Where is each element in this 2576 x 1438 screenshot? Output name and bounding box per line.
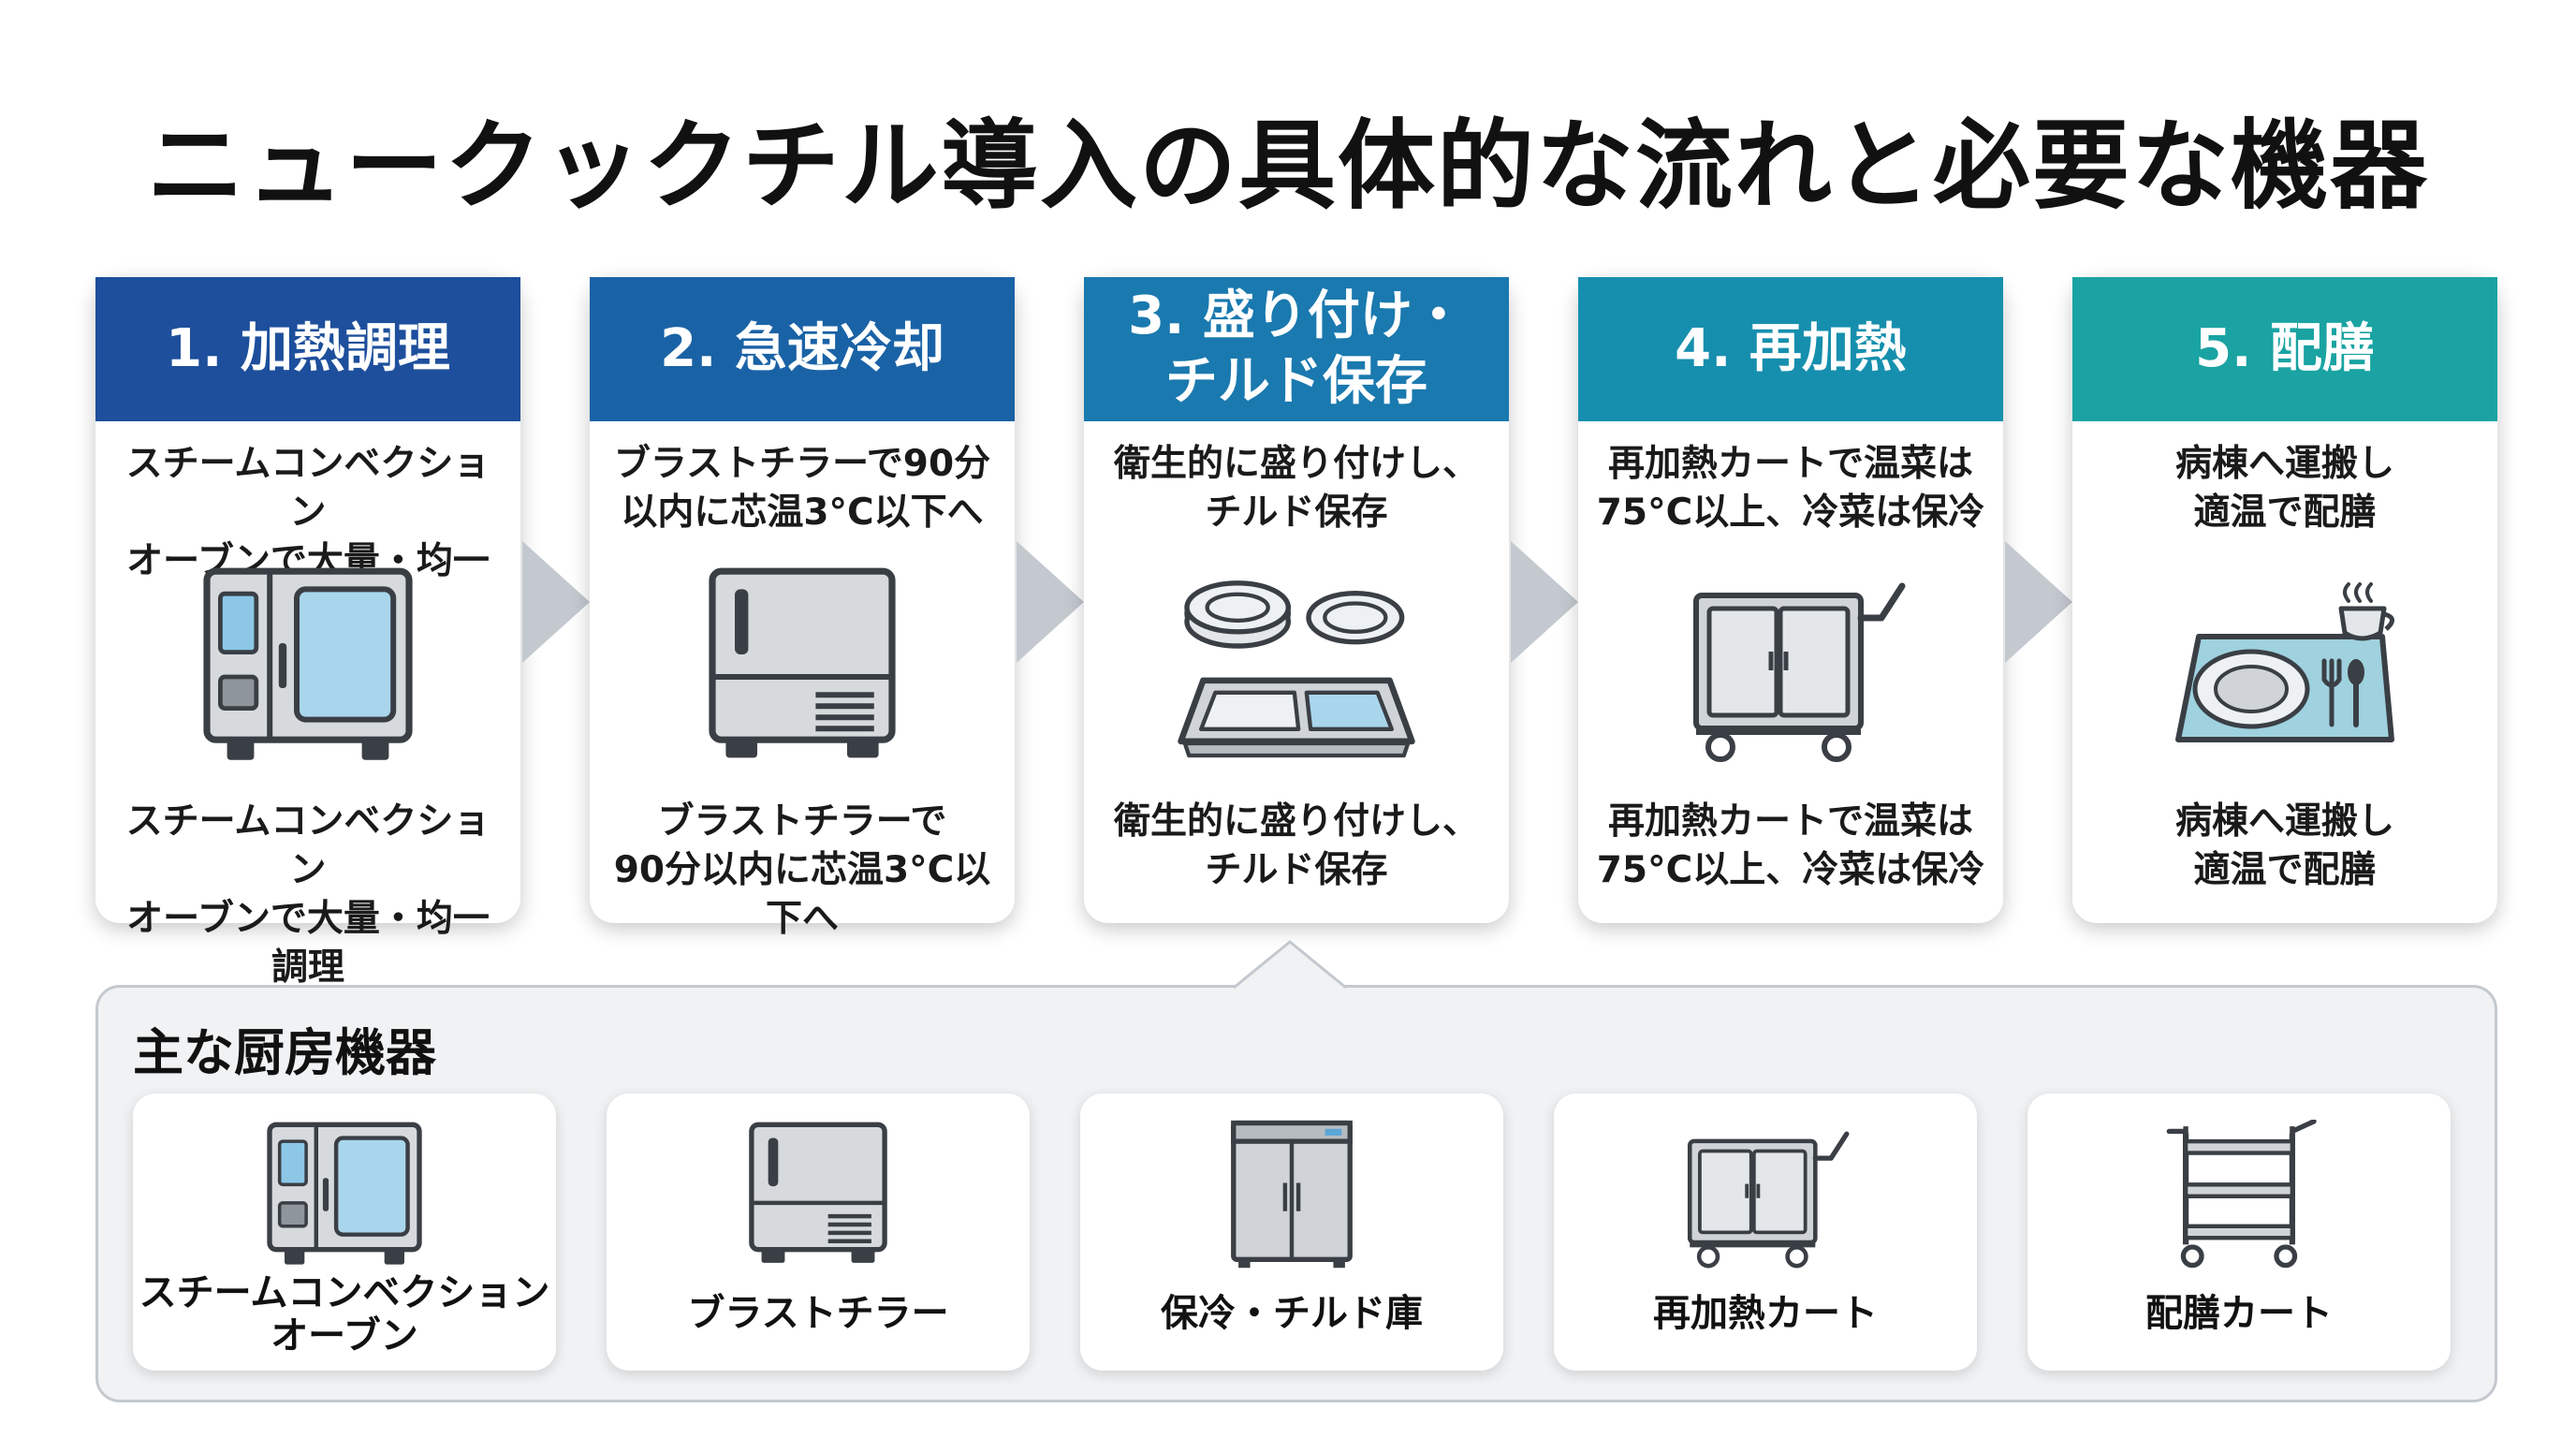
equipment-label: 保冷・チルド庫 xyxy=(1161,1292,1423,1335)
blast-chiller-icon xyxy=(690,558,915,773)
equipment-item: ブラストチラー xyxy=(607,1093,1030,1371)
step-header: 5. 配膳 xyxy=(2072,277,2497,421)
step-description: 病棟へ運搬し 適温で配膳 xyxy=(2174,443,2394,534)
step-caption: スチームコンベクション オーブンで大量・均一調理 xyxy=(125,800,490,989)
step-description: ブラストチラーで90分 以内に芯温3°C以下へ xyxy=(613,443,991,534)
step-description: 再加熱カートで温菜は 75°C以上、冷菜は保冷 xyxy=(1596,443,1985,534)
step-card-rapid-cooling: 2. 急速冷却 ブラストチラーで90分 以内に芯温3°C以下へ ブラストチラーで… xyxy=(590,277,1015,940)
equipment-label: 配膳カート xyxy=(2145,1292,2333,1335)
step-description: 衛生的に盛り付けし、 チルド保存 xyxy=(1113,443,1479,534)
page-title: ニュークックチル導入の具体的な流れと必要な機器 xyxy=(146,109,2429,223)
step-card-serving: 5. 配膳 病棟へ運搬し 適温で配膳 病棟へ運搬し 適温で配膳 xyxy=(2072,277,2497,923)
combi-oven-icon xyxy=(196,558,420,773)
step-header: 3. 盛り付け・ チルド保存 xyxy=(1084,277,1509,421)
chilled-storage-icon xyxy=(1198,1120,1385,1269)
flow-arrow-icon xyxy=(2005,541,2072,663)
step-header: 1. 加熱調理 xyxy=(95,277,520,421)
equipment-label: ブラストチラー xyxy=(687,1292,949,1335)
serving-cart-icon xyxy=(2145,1120,2333,1269)
step-caption: 衛生的に盛り付けし、 チルド保存 xyxy=(1113,800,1479,891)
step-card-plating-storage: 3. 盛り付け・ チルド保存 衛生的に盛り付けし、 チルド保存 衛生的に盛り付け… xyxy=(1084,277,1509,923)
equipment-label: 再加熱カート xyxy=(1653,1292,1878,1335)
plates-tray-icon xyxy=(1175,567,1418,773)
step-caption: 病棟へ運搬し 適温で配膳 xyxy=(2174,800,2394,891)
equipment-title: 主な厨房機器 xyxy=(133,1023,436,1082)
step-header: 2. 急速冷却 xyxy=(590,277,1015,421)
combi-oven-icon xyxy=(251,1120,438,1269)
flow-arrow-icon xyxy=(1017,541,1084,663)
step-header: 4. 再加熱 xyxy=(1578,277,2003,421)
panel-pointer xyxy=(1233,940,1347,990)
flow-arrow-icon xyxy=(522,541,590,663)
step-caption: ブラストチラーで 90分以内に芯温3°C以下へ xyxy=(613,800,991,940)
step-caption: 再加熱カートで温菜は 75°C以上、冷菜は保冷 xyxy=(1596,800,1985,891)
step-card-heating: 1. 加熱調理 スチームコンベクション オーブンで大量・均一調理 スチームコンベ… xyxy=(95,277,520,989)
equipment-item: スチームコンベクション オーブン xyxy=(133,1093,556,1371)
step-card-reheating: 4. 再加熱 再加熱カートで温菜は 75°C以上、冷菜は保冷 再加熱カートで温菜… xyxy=(1578,277,2003,923)
reheat-cart-icon xyxy=(1672,1120,1859,1269)
equipment-item: 再加熱カート xyxy=(1554,1093,1977,1371)
flow-arrow-icon xyxy=(1511,541,1578,663)
equipment-label: スチームコンベクション オーブン xyxy=(139,1271,550,1357)
equipment-item: 保冷・チルド庫 xyxy=(1080,1093,1503,1371)
meal-tray-icon xyxy=(2173,575,2397,762)
equipment-item: 配膳カート xyxy=(2027,1093,2451,1371)
blast-chiller-icon xyxy=(724,1120,912,1269)
reheat-cart-icon xyxy=(1683,567,1908,764)
